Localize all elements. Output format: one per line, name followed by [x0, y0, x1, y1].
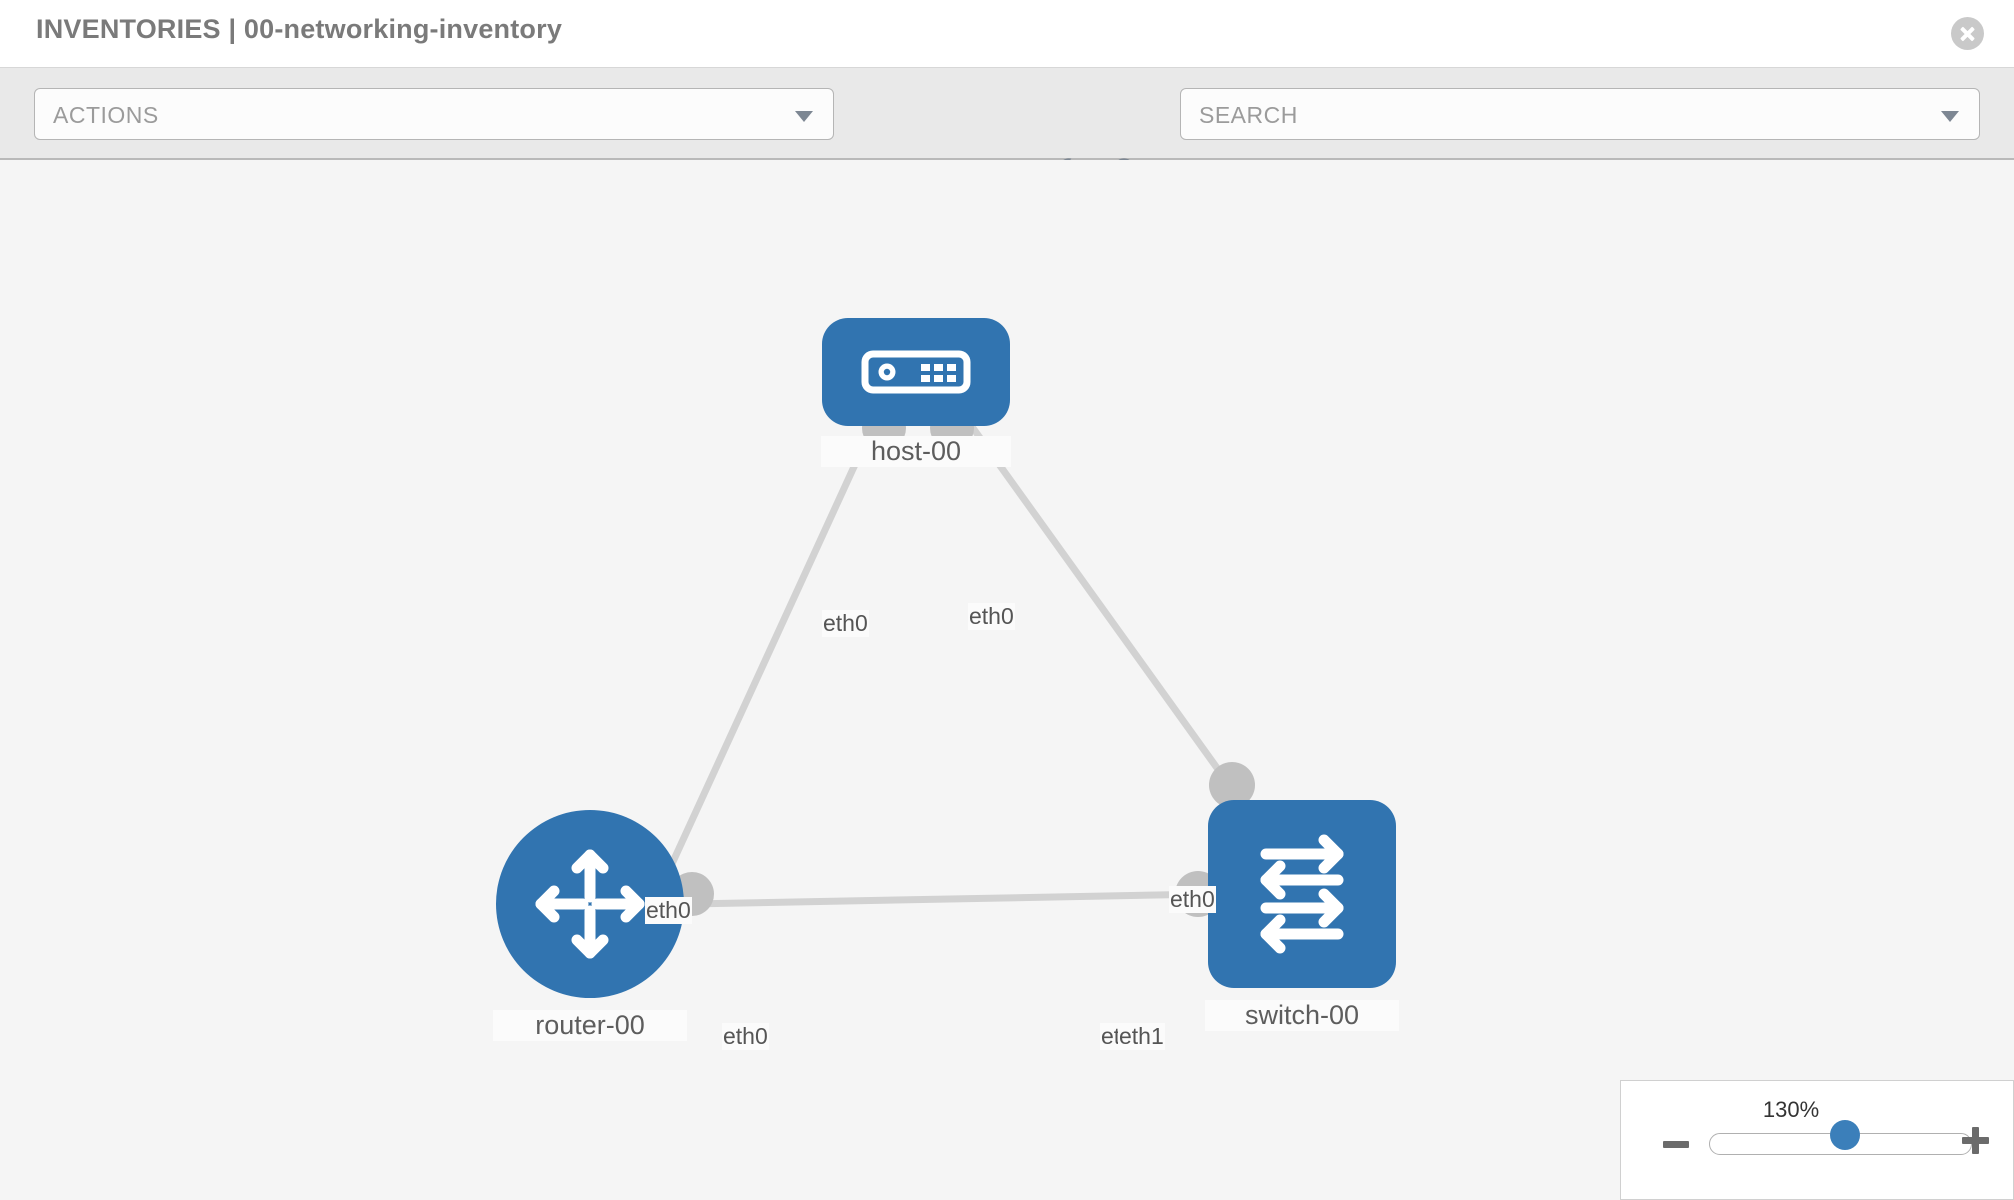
node-label-host-00: host-00: [821, 436, 1011, 467]
link-host-router: [656, 408, 884, 892]
zoom-control-panel: 130%: [1620, 1080, 2014, 1200]
actions-dropdown-label: ACTIONS: [53, 102, 159, 128]
iface-label-router-right-eth0: eth0: [722, 1023, 769, 1050]
iface-label-router-up-eth0: eth0: [645, 897, 692, 924]
iface-label-host-right-eth0: eth0: [968, 603, 1015, 630]
node-label-switch-00: switch-00: [1205, 1000, 1399, 1031]
actions-dropdown[interactable]: ACTIONS: [34, 88, 834, 140]
iface-label-host-left-eth0: eth0: [822, 610, 869, 637]
page-header: INVENTORIES | 00-networking-inventory: [0, 0, 2014, 68]
server-icon: [861, 350, 971, 394]
node-label-router-00: router-00: [493, 1010, 687, 1041]
toolbar: ACTIONS SEARCH: [0, 68, 2014, 193]
knob-switch-up: [1209, 762, 1255, 808]
link-host-switch: [957, 407, 1243, 803]
link-router-switch: [689, 890, 1211, 908]
zoom-level-value: 130%: [1762, 1097, 1820, 1122]
close-icon[interactable]: [1951, 17, 1984, 50]
zoom-in-button-vertical-bar[interactable]: [1972, 1127, 1979, 1154]
iface-label-switch-left-eth1: eth1: [1118, 1023, 1165, 1050]
switch-arrows-icon: [1260, 834, 1344, 954]
search-dropdown[interactable]: SEARCH: [1180, 88, 1980, 140]
zoom-out-button[interactable]: [1663, 1141, 1689, 1148]
chevron-down-icon: [795, 111, 813, 122]
topology-links-layer: [628, 406, 1255, 917]
zoom-slider-thumb[interactable]: [1830, 1120, 1860, 1150]
router-arrows-icon: [535, 849, 645, 959]
page-title: INVENTORIES | 00-networking-inventory: [36, 14, 563, 44]
switch-node-shape[interactable]: [1208, 800, 1396, 988]
search-input-placeholder[interactable]: SEARCH: [1199, 102, 1298, 128]
host-node-shape[interactable]: [822, 318, 1010, 426]
topology-canvas[interactable]: host-00 router-00: [0, 160, 2014, 1200]
iface-label-switch-up-eth0: eth0: [1169, 886, 1216, 913]
chevron-down-icon: [1941, 111, 1959, 122]
